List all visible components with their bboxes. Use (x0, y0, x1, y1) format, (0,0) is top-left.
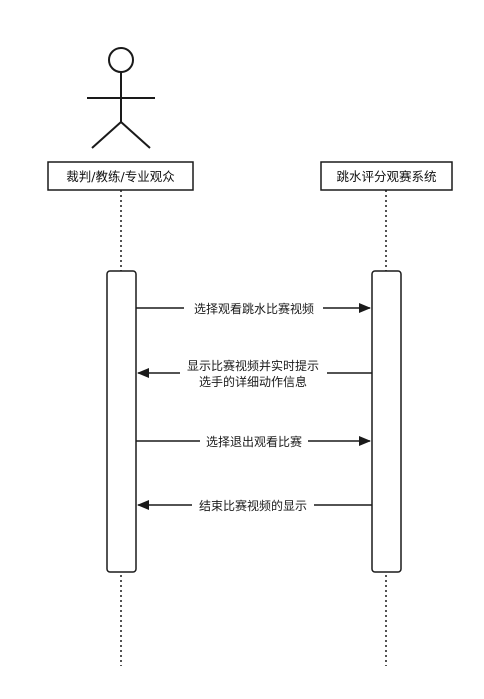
message-4-label: 结束比赛视频的显示 (199, 498, 307, 513)
activation-bar-system (371, 270, 402, 573)
message-2-label-line-2: 选手的详细动作信息 (199, 374, 307, 389)
message-2-label-line-1: 显示比赛视频并实时提示 (187, 358, 319, 373)
activation-bar-user (106, 270, 137, 573)
message-4: 结束比赛视频的显示 (137, 496, 372, 514)
message-3: 选择退出观看比赛 (136, 432, 371, 450)
stick-figure-icon (87, 47, 155, 149)
message-3-label: 选择退出观看比赛 (206, 434, 302, 449)
message-1: 选择观看跳水比赛视频 (136, 299, 371, 317)
actor-box-system: 跳水评分观赛系统 (320, 161, 453, 191)
actor-label-system: 跳水评分观赛系统 (336, 169, 436, 184)
actor-box-user: 裁判/教练/专业观众 (47, 161, 194, 191)
message-2: 显示比赛视频并实时提示 选手的详细动作信息 (137, 357, 372, 389)
message-1-label: 选择观看跳水比赛视频 (194, 301, 314, 316)
actor-label-user: 裁判/教练/专业观众 (66, 169, 174, 184)
